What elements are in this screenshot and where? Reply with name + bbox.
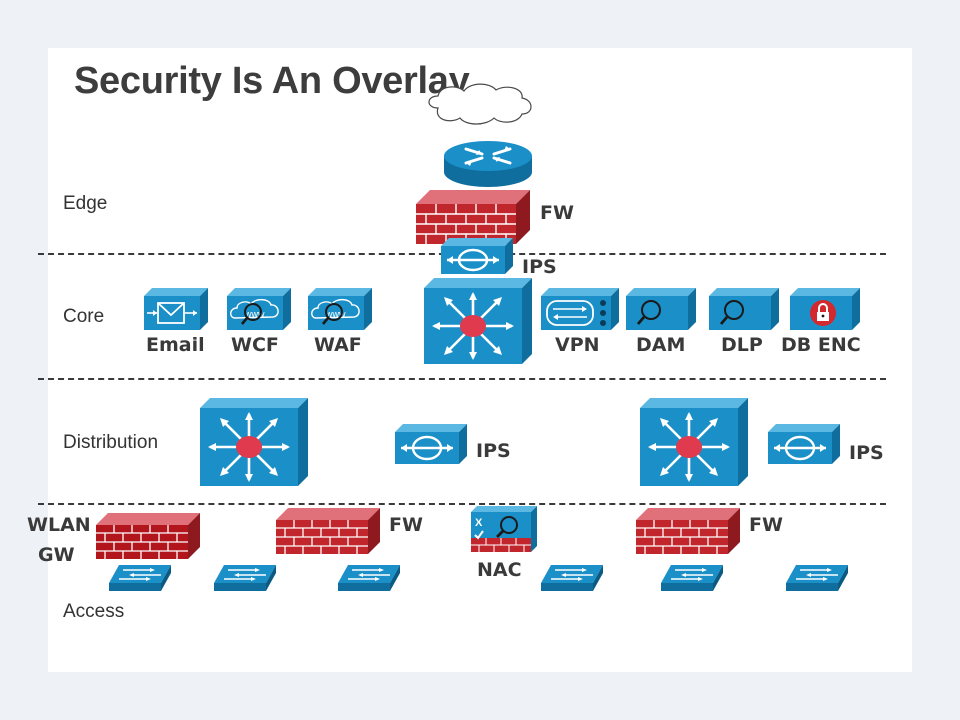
access-switch-icon [541,565,603,591]
layer-label-edge: Edge [63,193,108,214]
firewall-icon [276,508,380,554]
wlan-gw-label-line1: WLAN [27,514,91,536]
db-encryption-icon [790,288,860,330]
distribution-switch-left-icon [200,398,308,486]
nac-label: NAC [477,559,522,581]
access-switch-icon [661,565,723,591]
router-icon [444,141,532,187]
ips-icon [395,424,467,464]
access-switch-icon [338,565,400,591]
firewall-icon [636,508,740,554]
www-glyph: www [325,309,346,319]
separator-distribution-access [38,503,886,505]
wcf-label: WCF [231,334,279,356]
core-switch-icon [424,278,532,364]
edge-ips-label: IPS [522,256,557,278]
dam-label: DAM [636,334,686,356]
web-content-filter-icon: www [227,288,291,330]
access-switch-icon [786,565,848,591]
separator-core-distribution [38,378,886,380]
access-fw-left-label: FW [389,514,423,536]
ips-icon [768,424,840,464]
layer-label-access: Access [63,601,125,622]
email-label: Email [146,334,205,356]
db-enc-label: DB ENC [781,334,861,356]
distribution-switch-right-icon [640,398,748,486]
nac-x-glyph: X [475,517,483,529]
dam-icon [626,288,696,330]
nac-icon: X [471,506,537,552]
waf-label: WAF [314,334,362,356]
dlp-icon [709,288,779,330]
firewall-icon [96,513,200,559]
vpn-concentrator-icon [541,288,619,330]
firewall-icon [416,190,530,244]
web-app-firewall-icon: www [308,288,372,330]
distribution-ips-right-label: IPS [849,442,884,464]
ips-icon [441,238,513,274]
dlp-label: DLP [721,334,763,356]
access-fw-right-label: FW [749,514,783,536]
distribution-ips-left-label: IPS [476,440,511,462]
email-icon [144,288,208,330]
edge-fw-label: FW [540,202,574,224]
www-glyph: www [244,309,265,319]
access-switch-icon [214,565,276,591]
cloud-icon [428,83,532,125]
page-title: Security Is An Overlay [74,60,470,102]
wlan-gw-label-line2: GW [38,544,75,566]
access-switch-icon [109,565,171,591]
vpn-label: VPN [555,334,600,356]
layer-label-distribution: Distribution [63,432,159,453]
layer-label-core: Core [63,306,105,327]
